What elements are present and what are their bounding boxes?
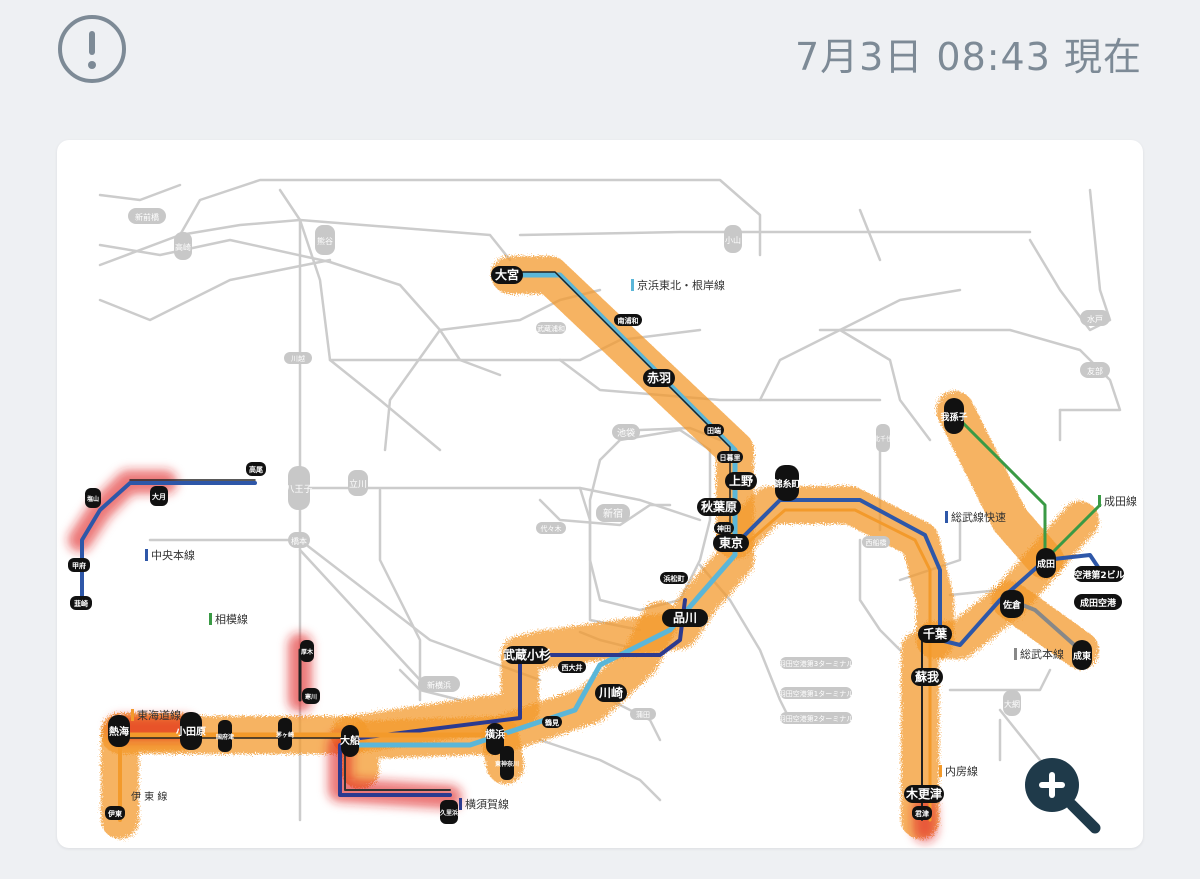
station-oami: 大網: [1004, 699, 1020, 709]
route-map-card[interactable]: 大宮 赤羽 上野 秋葉原 東京 品川 武蔵小杉 川崎 横浜 大船 小田原 熱海 …: [57, 140, 1143, 848]
station-kamata: 蒲田: [636, 710, 650, 719]
station-kawasaki: 川崎: [598, 685, 623, 700]
station-odawara: 小田原: [175, 725, 206, 738]
station-kimitsu: 君津: [915, 809, 929, 818]
station-kisarazu: 木更津: [905, 786, 942, 801]
inactive-station-labels: 八王子 立川 新宿 池袋 熊谷 新前橋 高崎 小山 水戸 友部 新横浜 橋本 川…: [128, 208, 1110, 724]
station-omiya: 大宮: [495, 267, 519, 282]
station-sakura: 佐倉: [1002, 599, 1022, 611]
legend-uchibo: 内房線: [945, 764, 978, 778]
station-ikebukuro: 池袋: [617, 427, 635, 439]
zoom-in-icon: [1025, 758, 1101, 834]
legend-sobu-rapid: 総武線快速: [951, 510, 1006, 524]
station-akihabara: 秋葉原: [701, 499, 737, 514]
station-atami: 熱海: [109, 725, 129, 738]
station-kinshicho: 錦糸町: [772, 478, 800, 490]
legend-sobu-main: 総武本線: [1020, 647, 1064, 661]
station-haneda2: 羽田空港第2ターミナル: [779, 714, 853, 723]
narita-line[interactable]: [953, 413, 1102, 562]
station-akabane: 赤羽: [647, 370, 671, 385]
station-enzan: 塩山: [87, 495, 99, 503]
station-abiko: 我孫子: [940, 411, 967, 423]
legend-ito: 伊 東 線: [131, 790, 167, 803]
station-kanda: 神田: [717, 524, 731, 533]
station-soga: 蘇我: [914, 669, 939, 684]
station-minami-urawa: 南浦和: [618, 316, 639, 325]
station-hashimoto: 橋本: [291, 536, 307, 546]
station-hamamatsucho: 浜松町: [664, 574, 685, 583]
station-labels: 大宮 赤羽 上野 秋葉原 東京 品川 武蔵小杉 川崎 横浜 大船 小田原 熱海 …: [68, 266, 1125, 824]
station-oyama: 小山: [725, 235, 741, 245]
station-yoyogi: 代々木: [541, 524, 562, 533]
station-shinjuku: 新宿: [603, 507, 623, 520]
station-takasaki: 高崎: [175, 242, 191, 252]
station-shinagawa: 品川: [673, 611, 697, 625]
update-timestamp: 7月3日 08:43 現在: [794, 35, 1142, 79]
station-hachioji: 八王子: [285, 484, 312, 495]
legend-chuo: 中央本線: [151, 548, 195, 562]
legend-keihin: 京浜東北・根岸線: [637, 278, 725, 292]
station-nishi-oi: 西大井: [562, 663, 583, 672]
station-airport2: 空港第2ビル: [1073, 569, 1124, 581]
station-narita-airport: 成田空港: [1080, 597, 1117, 609]
legend-yokosuka: 横須賀線: [465, 797, 509, 811]
station-nishi-funabashi: 西船橋: [866, 538, 887, 547]
station-samukawa: 寒川: [304, 693, 317, 701]
line-legends: 京浜東北・根岸線 中央本線 相模線 東海道線 伊 東 線 横須賀線 総武線快速 …: [131, 278, 1137, 811]
station-tabata: 田端: [707, 426, 721, 435]
station-higashi-kanagawa: 東神奈川: [495, 760, 519, 768]
station-ofuna: 大船: [340, 734, 360, 747]
station-shin-maebashi: 新前橋: [135, 212, 159, 222]
station-kitasenju: 北千住: [874, 435, 892, 443]
station-tachikawa: 立川: [349, 478, 367, 490]
route-map[interactable]: 大宮 赤羽 上野 秋葉原 東京 品川 武蔵小杉 川崎 横浜 大船 小田原 熱海 …: [57, 140, 1143, 848]
station-mito: 水戸: [1087, 314, 1103, 324]
station-kumagaya: 熊谷: [317, 236, 333, 246]
yokosuka-line[interactable]: [338, 598, 687, 797]
station-tsurumi: 鶴見: [545, 718, 559, 727]
station-chiba: 千葉: [923, 626, 948, 641]
station-haneda1: 羽田空港第1ターミナル: [779, 689, 853, 698]
keihin-tohoku-line[interactable]: [347, 272, 738, 748]
station-narita: 成田: [1037, 558, 1055, 570]
station-kozu: 国府津: [216, 733, 234, 741]
station-haneda3: 羽田空港第3ターミナル: [779, 659, 853, 668]
station-otsuki: 大月: [152, 492, 166, 501]
legend-tokaido: 東海道線: [137, 708, 181, 722]
station-naruto: 成東: [1073, 650, 1091, 662]
station-ueno: 上野: [729, 473, 753, 488]
station-tokyo: 東京: [719, 535, 743, 550]
station-yokohama: 横浜: [485, 728, 505, 741]
station-musashi-kosugi: 武蔵小杉: [503, 647, 551, 662]
station-ito: 伊東: [107, 809, 123, 818]
zoom-in-button[interactable]: [1017, 750, 1107, 840]
station-kurihama: 久里浜: [440, 809, 458, 817]
station-tomobe: 友部: [1087, 366, 1103, 376]
station-nippori: 日暮里: [720, 453, 741, 462]
chuo-main-line[interactable]: [80, 481, 257, 607]
station-shin-yokohama: 新横浜: [427, 680, 451, 690]
station-atsugi: 厚木: [301, 648, 314, 656]
station-musashi-urawa: 武蔵浦和: [537, 324, 565, 333]
legend-narita: 成田線: [1104, 494, 1137, 508]
alert-button[interactable]: [58, 15, 126, 83]
legend-sagami: 相模線: [215, 612, 248, 626]
station-kofu: 甲府: [72, 561, 86, 570]
station-takao: 高尾: [249, 465, 263, 474]
station-kawagoe: 川越: [291, 354, 305, 363]
station-chigasaki: 茅ヶ崎: [276, 731, 294, 739]
station-nirasaki: 韮崎: [74, 599, 88, 608]
